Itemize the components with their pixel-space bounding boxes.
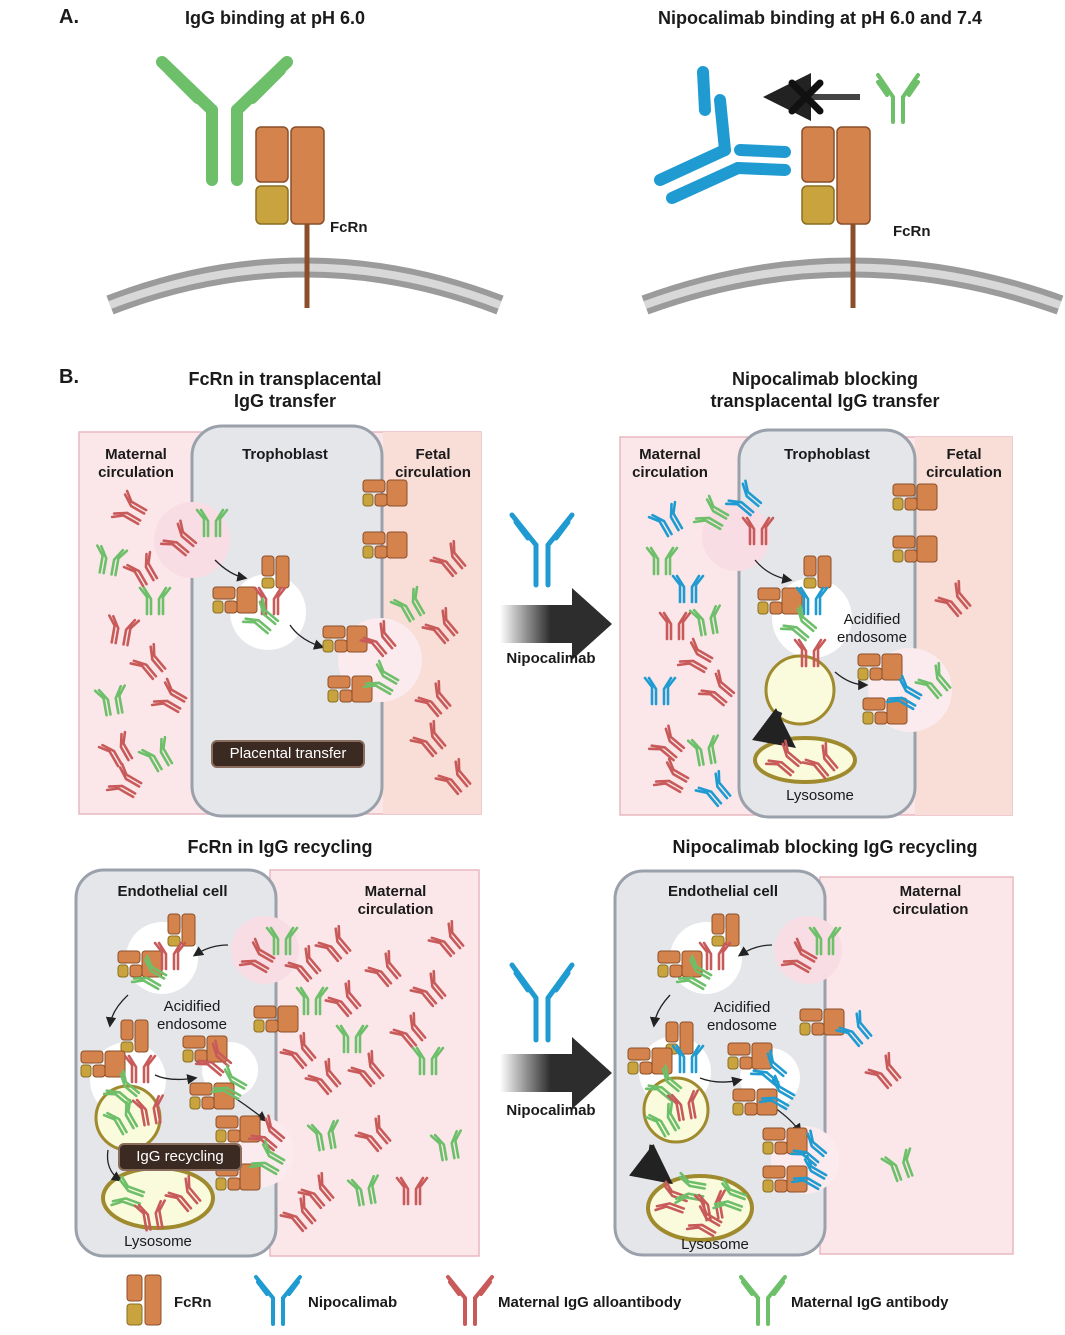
legend-alloantibody-label: Maternal IgG alloantibody bbox=[498, 1294, 682, 1311]
tl-title-line2: IgG transfer bbox=[233, 391, 337, 411]
bl-maternal-label: Maternal circulation bbox=[343, 883, 448, 919]
nipocalimab-icon-bottom bbox=[509, 962, 575, 1043]
arrow-label-bottom: Nipocalimab bbox=[506, 1102, 596, 1119]
br-title: Nipocalimab blocking IgG recycling bbox=[672, 837, 978, 857]
bl-maternal-l1: Maternal bbox=[364, 883, 427, 900]
bl-maternal-l2: circulation bbox=[357, 901, 434, 918]
arrow-label-top: Nipocalimab bbox=[506, 650, 596, 667]
placental-transfer-tag: Placental transfer bbox=[211, 740, 365, 768]
legend-nipocalimab-icon bbox=[254, 1275, 302, 1326]
tl-maternal-label: Maternal circulation bbox=[86, 446, 186, 482]
tr-endosome-l1: Acidified bbox=[843, 611, 901, 628]
tr-endosome-label: Acidified endosome bbox=[826, 611, 918, 647]
igg-large-antibody bbox=[156, 56, 293, 186]
br-cell-label: Endothelial cell bbox=[667, 883, 779, 900]
fcrn-large-right bbox=[801, 126, 871, 308]
tl-cell-label: Trophoblast bbox=[242, 446, 328, 463]
panel-a-left-title: IgG binding at pH 6.0 bbox=[185, 8, 365, 28]
bl-lysosome-label: Lysosome bbox=[124, 1233, 192, 1250]
tl-title-line1: FcRn in transplacental bbox=[188, 369, 382, 389]
tr-fetal-label: Fetal circulation bbox=[916, 446, 1012, 482]
bl-endosome-l2: endosome bbox=[156, 1016, 228, 1033]
tr-maternal-l1: Maternal bbox=[639, 446, 701, 463]
legend-fcrn-icon bbox=[126, 1274, 162, 1326]
br-maternal-l1: Maternal bbox=[899, 883, 962, 900]
tr-title-line1: Nipocalimab blocking bbox=[731, 369, 919, 389]
tl-title: FcRn in transplacental IgG transfer bbox=[140, 368, 430, 412]
tr-lysosome-label: Lysosome bbox=[786, 787, 854, 804]
tl-maternal-l1: Maternal bbox=[105, 446, 167, 463]
tr-maternal-label: Maternal circulation bbox=[620, 446, 720, 482]
nipocalimab-arrow-bottom bbox=[500, 1037, 612, 1109]
br-endosome-l1: Acidified bbox=[713, 999, 771, 1016]
br-maternal-label: Maternal circulation bbox=[878, 883, 983, 919]
bl-endosome-label: Acidified endosome bbox=[146, 998, 238, 1034]
tr-fetal-l1: Fetal bbox=[946, 446, 982, 463]
legend-alloantibody-icon bbox=[446, 1275, 494, 1326]
legend-nipocalimab-label: Nipocalimab bbox=[308, 1294, 398, 1311]
bl-endosome-l1: Acidified bbox=[163, 998, 221, 1015]
panel-a-letter: A. bbox=[59, 6, 79, 28]
bl-title: FcRn in IgG recycling bbox=[187, 837, 373, 857]
tr-fetal-l2: circulation bbox=[926, 464, 1002, 481]
block-x-icon bbox=[788, 79, 824, 115]
bl-cell-label: Endothelial cell bbox=[117, 883, 228, 900]
tr-cell-label: Trophoblast bbox=[784, 446, 870, 463]
tr-title-line2: transplacental IgG transfer bbox=[710, 391, 940, 411]
tl-maternal-l2: circulation bbox=[98, 464, 174, 481]
tl-fetal-l1: Fetal bbox=[415, 446, 451, 463]
panel-a-right-title: Nipocalimab binding at pH 6.0 and 7.4 bbox=[657, 8, 983, 28]
panel-b-letter: B. bbox=[59, 366, 79, 388]
igg-small-antibody bbox=[876, 73, 920, 124]
fcrn-large-left bbox=[255, 126, 325, 308]
br-endosome-label: Acidified endosome bbox=[696, 999, 788, 1035]
tl-fetal-l2: circulation bbox=[395, 464, 471, 481]
tl-fetal-label: Fetal circulation bbox=[385, 446, 481, 482]
legend-antibody-label: Maternal IgG antibody bbox=[791, 1294, 949, 1311]
br-endosome-l2: endosome bbox=[706, 1017, 778, 1034]
legend-fcrn-label: FcRn bbox=[174, 1294, 212, 1311]
igg-recycling-tag: IgG recycling bbox=[118, 1143, 242, 1171]
nipocalimab-large-antibody bbox=[654, 66, 791, 204]
tr-title: Nipocalimab blocking transplacental IgG … bbox=[660, 368, 990, 412]
br-lysosome-label: Lysosome bbox=[681, 1236, 749, 1253]
nipocalimab-icon-top bbox=[509, 512, 575, 588]
nipocalimab-arrow-top bbox=[500, 588, 612, 660]
legend-antibody-icon bbox=[739, 1275, 787, 1326]
br-maternal-l2: circulation bbox=[892, 901, 969, 918]
maternal-region-br bbox=[819, 876, 1014, 1255]
fcrn-label-left: FcRn bbox=[330, 219, 368, 236]
fcrn-label-right: FcRn bbox=[893, 223, 931, 240]
tr-maternal-l2: circulation bbox=[632, 464, 708, 481]
tr-endosome-l2: endosome bbox=[836, 629, 908, 646]
